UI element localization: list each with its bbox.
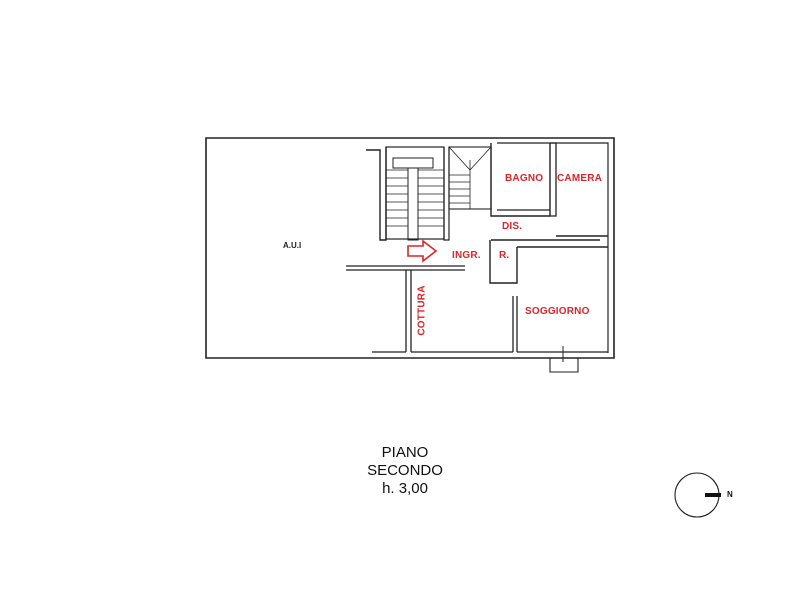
north-label: N: [727, 490, 733, 499]
floor-title: PIANO SECONDO h. 3,00: [345, 444, 465, 498]
compass-icon: [674, 472, 721, 518]
bagno-wall: [490, 143, 551, 217]
room-label-cottura: COTTURA: [416, 285, 428, 336]
room-label-r: R.: [499, 250, 510, 261]
room-label-camera: CAMERA: [557, 173, 603, 184]
camera-wall: [550, 142, 557, 217]
exterior-wall: [205, 137, 615, 359]
room-label-ingr: INGR.: [452, 250, 481, 261]
stair-wall: [366, 147, 387, 241]
entrance-arrow-icon: [407, 239, 438, 263]
room-label-bagno: BAGNO: [505, 173, 544, 184]
mid-wall: [346, 265, 465, 271]
floor-height: h. 3,00: [382, 480, 428, 497]
floor-name: PIANO SECONDO: [367, 444, 443, 479]
room-label-soggiorno: SOGGIORNO: [525, 306, 590, 317]
room-label-aui: A.U.I: [283, 241, 302, 250]
room-label-dis: DIS.: [502, 221, 523, 232]
